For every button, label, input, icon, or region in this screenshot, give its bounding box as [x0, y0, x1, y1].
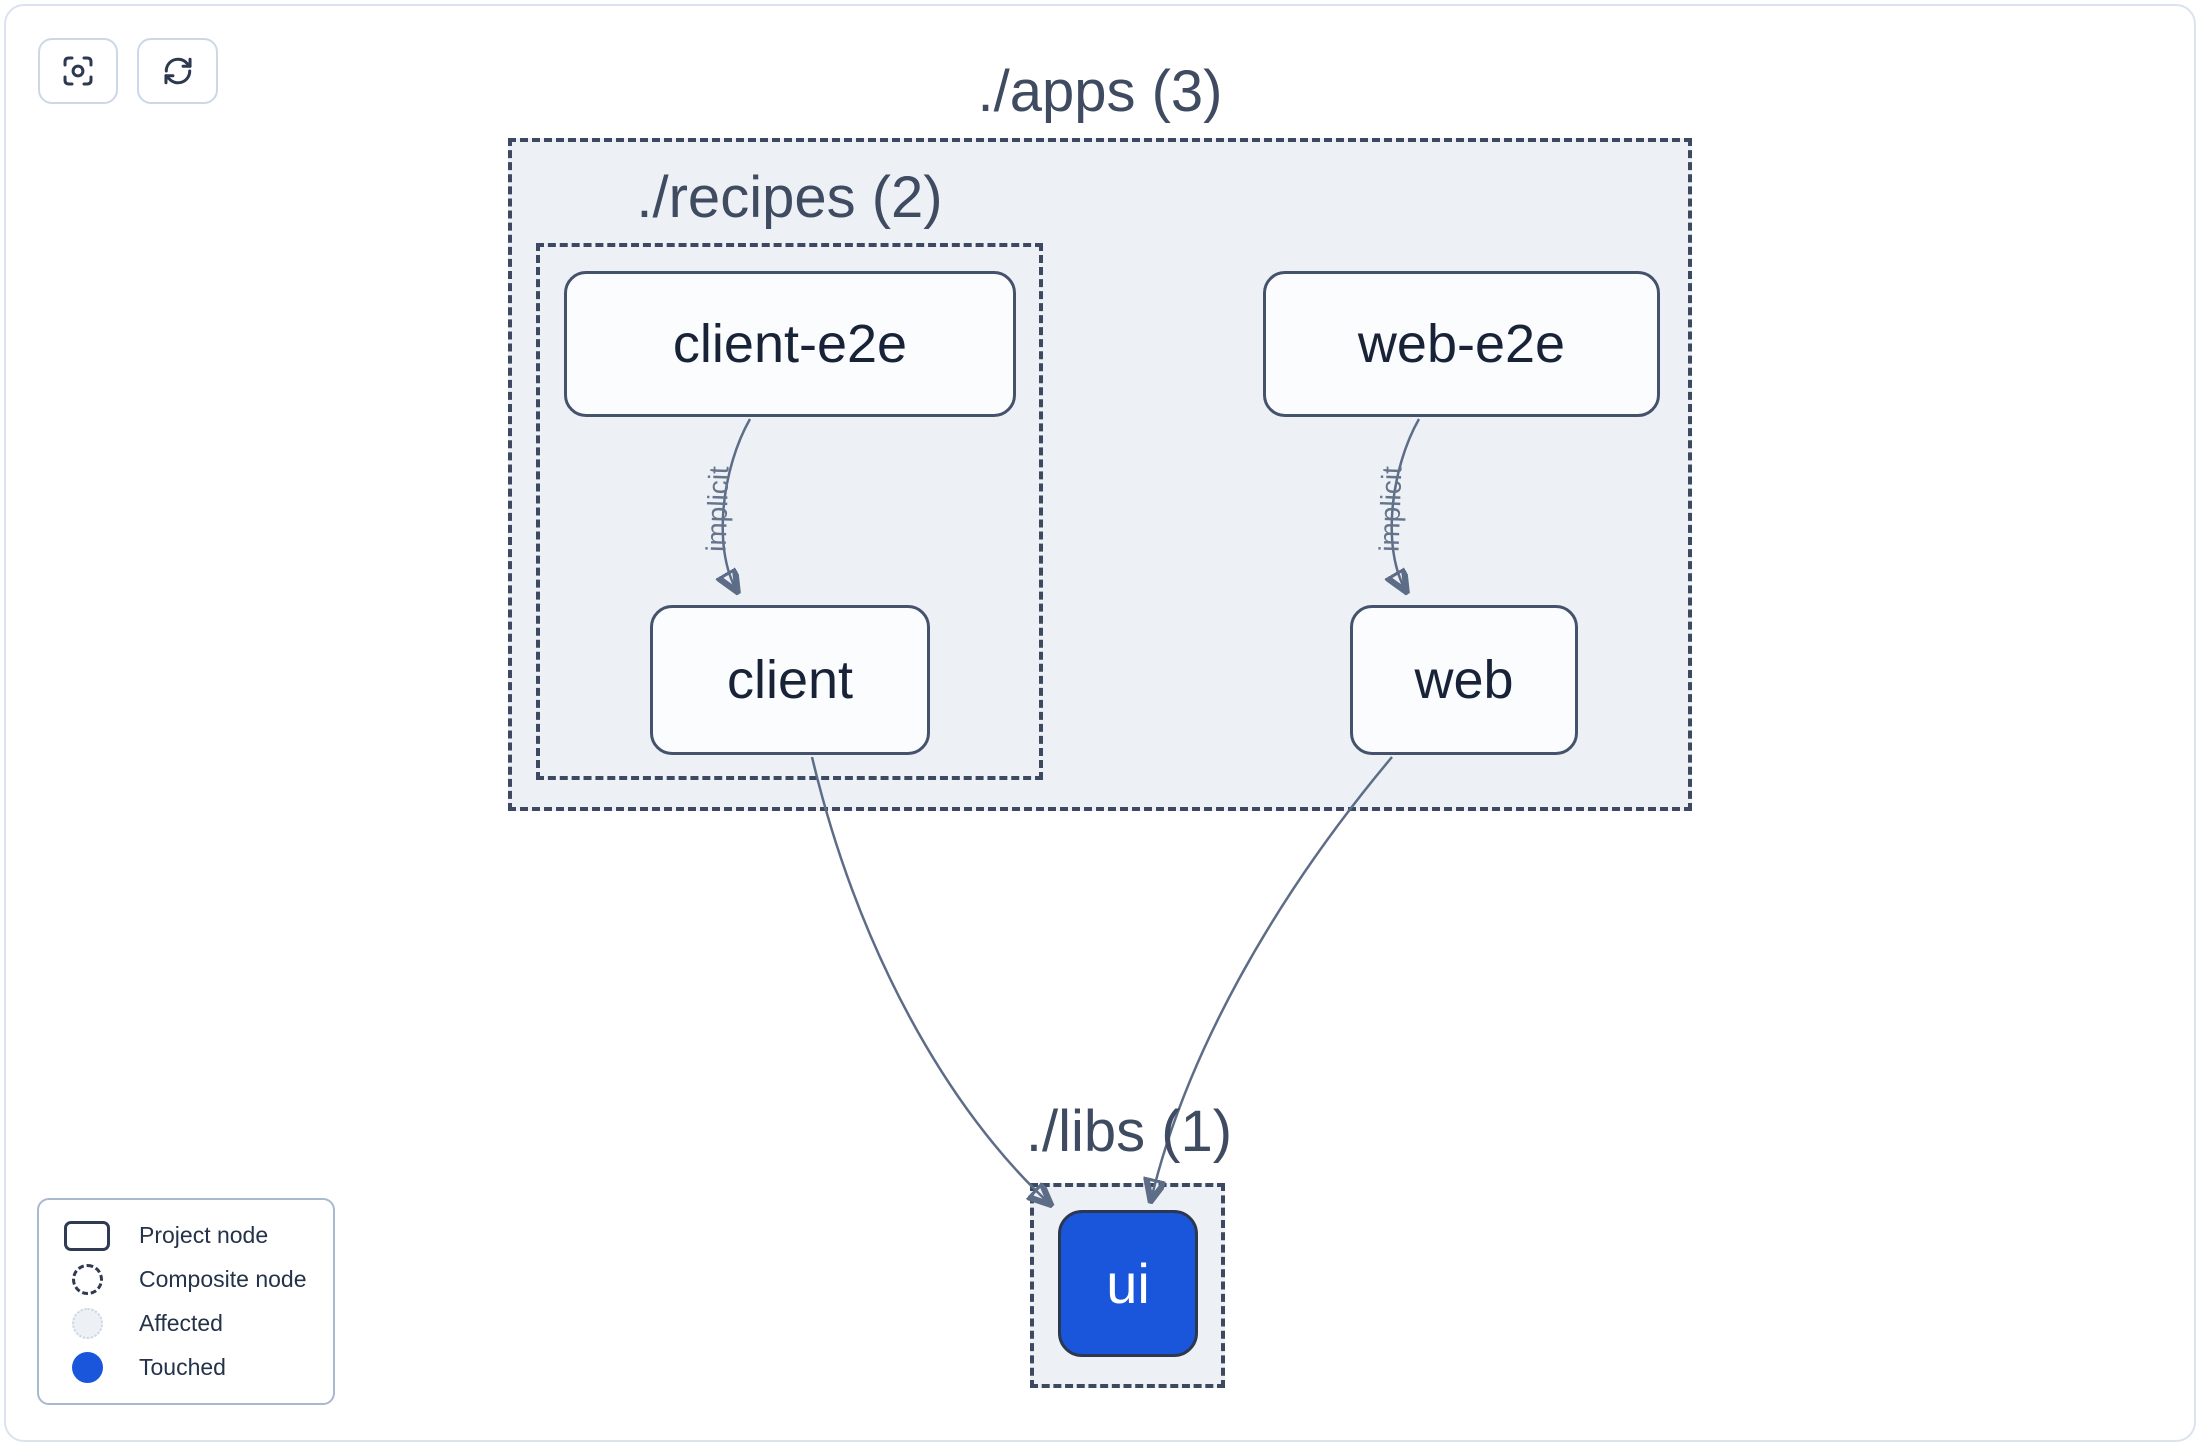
node-label: web-e2e — [1357, 314, 1566, 374]
edge-web-ui[interactable] — [1151, 756, 1393, 1200]
node-web-e2e[interactable]: web-e2e — [1263, 271, 1660, 417]
legend-item-project-node: Project node — [59, 1220, 313, 1251]
legend-label: Project node — [139, 1222, 269, 1248]
focus-icon — [63, 56, 93, 86]
refresh-icon — [163, 57, 192, 85]
edge-web-e2e-web[interactable] — [1392, 418, 1421, 591]
touched-swatch — [71, 1351, 103, 1383]
node-label: client — [726, 650, 854, 710]
legend-label: Touched — [139, 1353, 226, 1380]
node-ui[interactable]: ui — [1058, 1210, 1198, 1357]
project-node-swatch — [64, 1220, 110, 1251]
affected-swatch — [71, 1307, 103, 1339]
legend-label: Affected — [139, 1309, 223, 1336]
node-label: web — [1414, 650, 1514, 710]
composite-node-swatch — [71, 1263, 103, 1295]
refresh-button[interactable] — [137, 38, 218, 104]
legend-label: Composite node — [139, 1265, 307, 1292]
node-client-e2e[interactable]: client-e2e — [564, 271, 1016, 417]
legend-item-touched: Touched — [59, 1351, 313, 1383]
node-label: client-e2e — [672, 314, 908, 374]
legend-item-affected: Affected — [59, 1307, 313, 1339]
node-client[interactable]: client — [650, 605, 930, 755]
legend-item-composite-node: Composite node — [59, 1263, 313, 1295]
node-web[interactable]: web — [1350, 605, 1578, 755]
edge-client-ui[interactable] — [810, 756, 1050, 1204]
legend: Project node Composite node Affected Tou… — [37, 1198, 335, 1405]
node-label: ui — [1106, 1252, 1150, 1315]
edge-client-e2e-client[interactable] — [723, 418, 752, 591]
focus-reset-button[interactable] — [38, 38, 118, 104]
